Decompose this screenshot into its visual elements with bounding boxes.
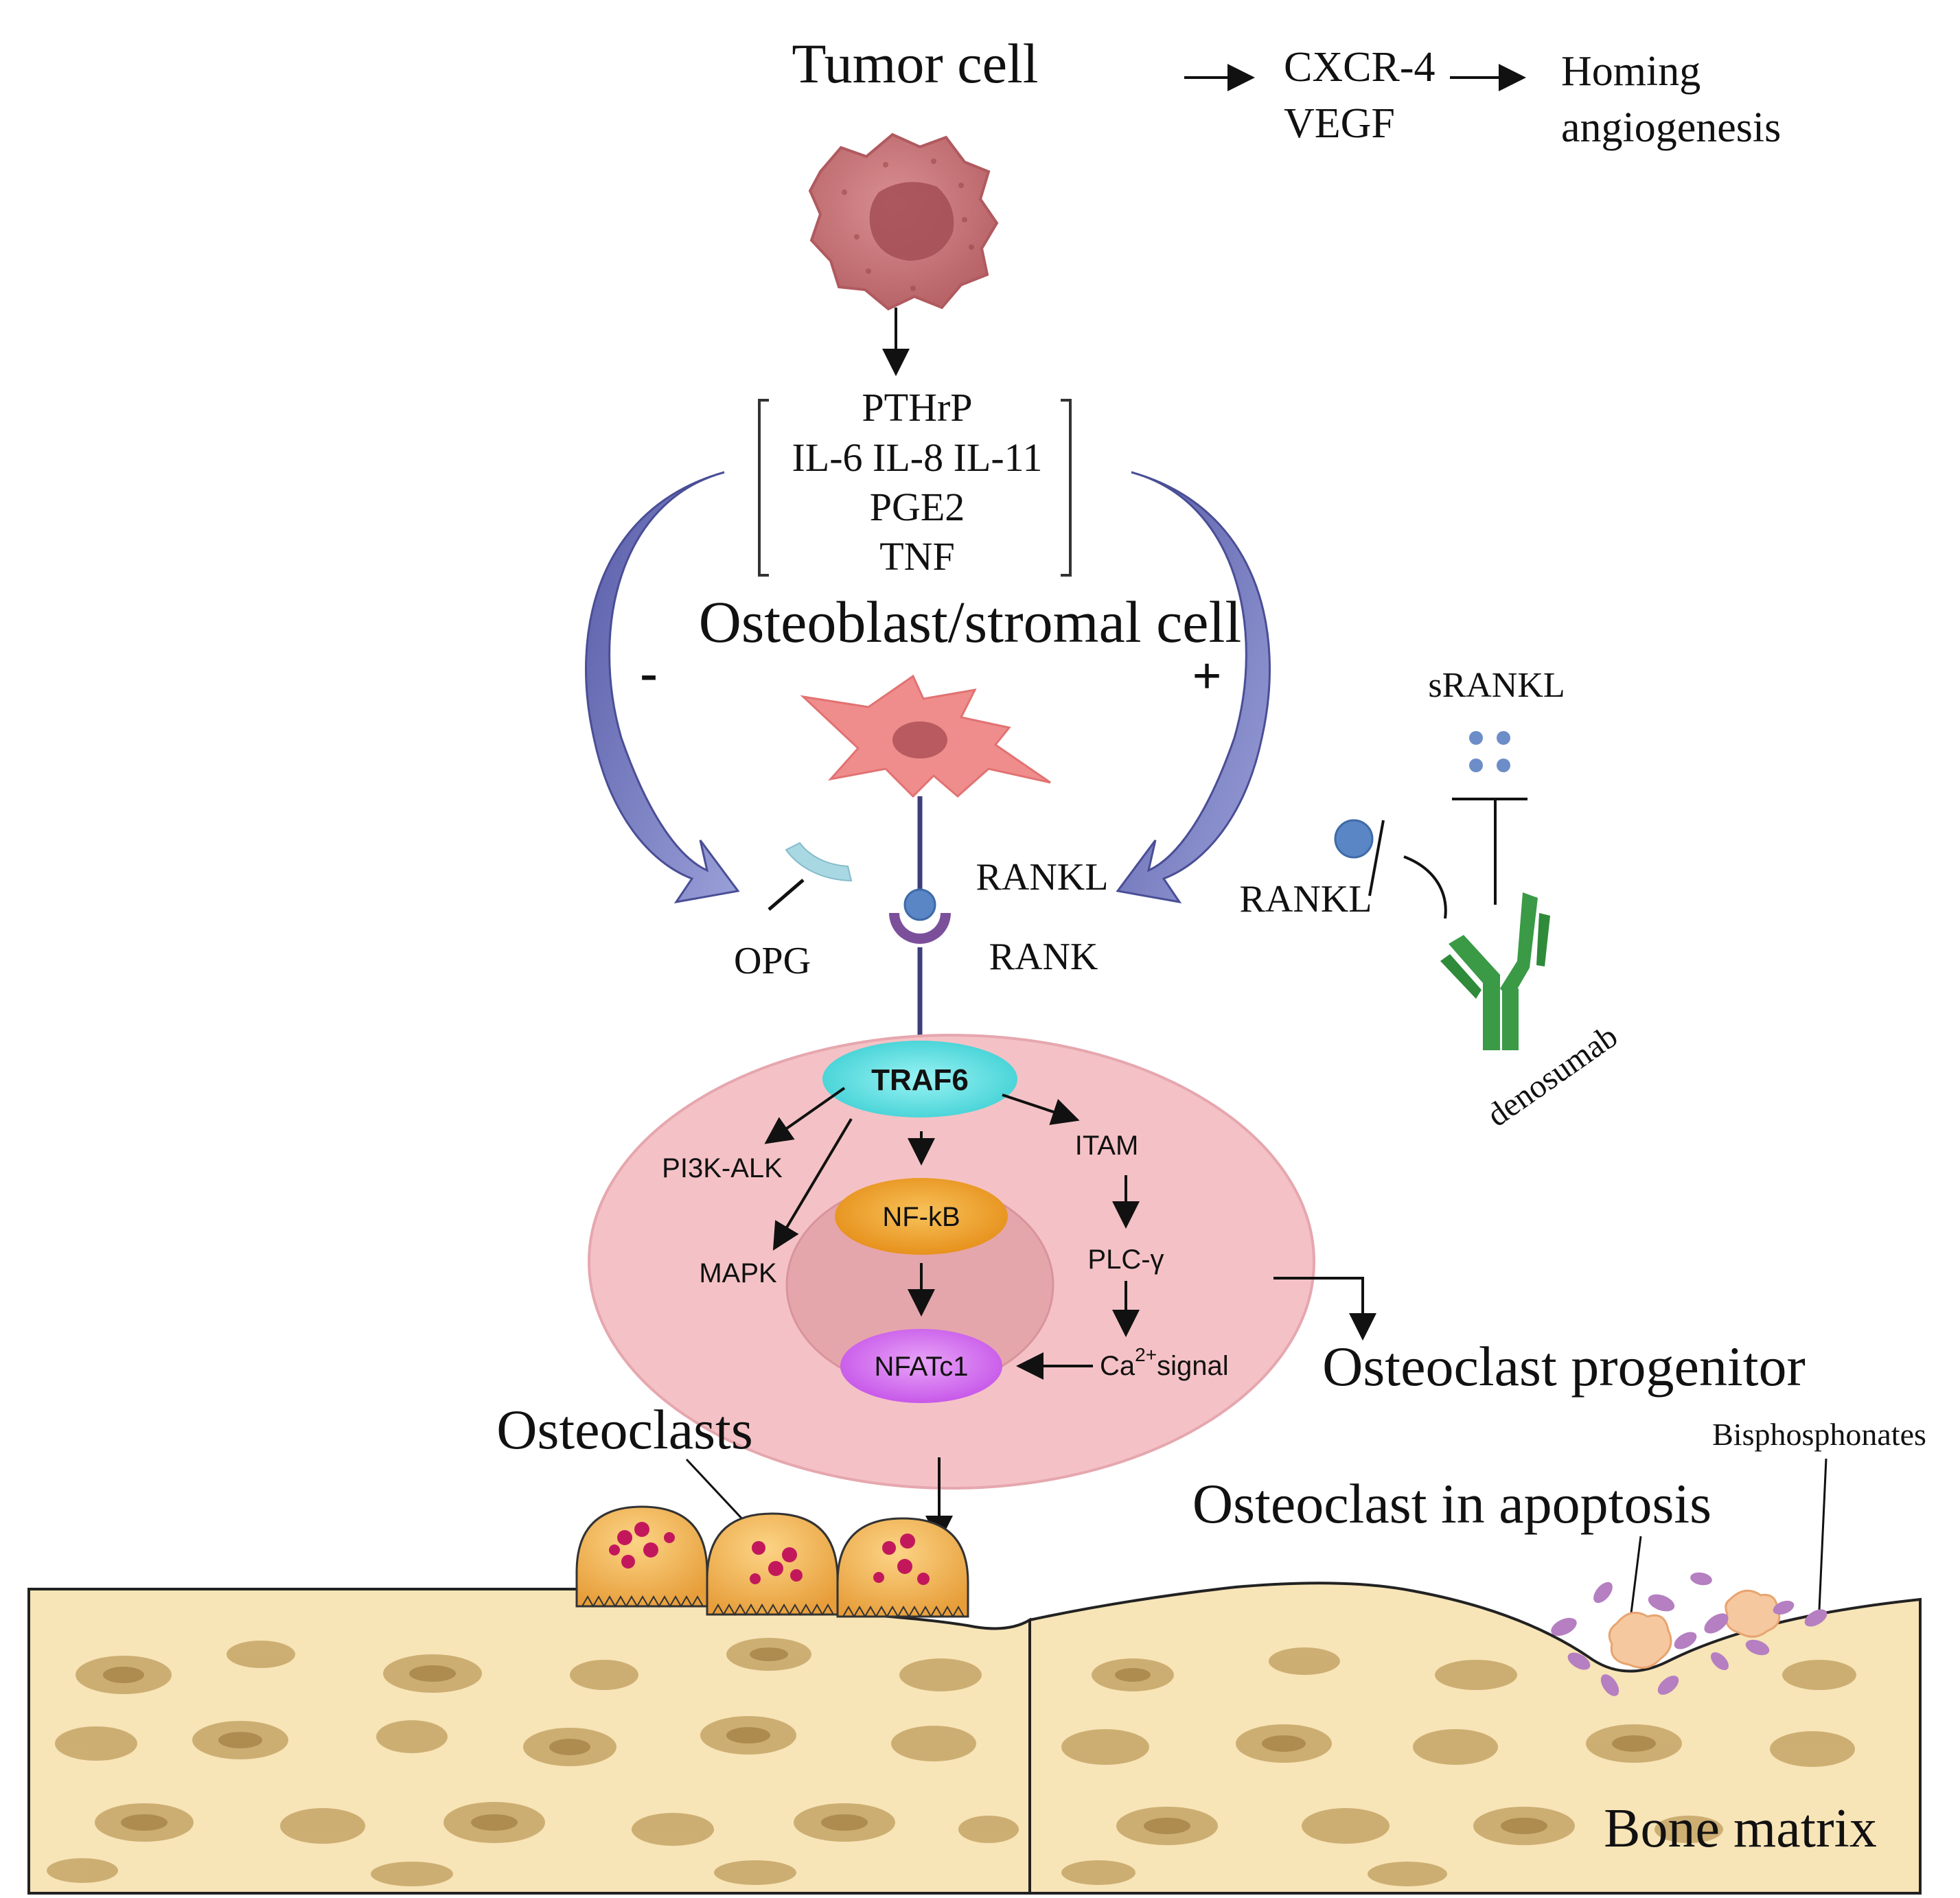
nfkb-label: NF-kB	[882, 1202, 960, 1232]
apoptosis-pointer	[1629, 1536, 1642, 1619]
osteoblast-label: Osteoblast/stromal cell	[699, 589, 1242, 655]
rankl-right-label: RANKL	[1240, 878, 1372, 921]
traf6-node	[822, 1041, 1017, 1118]
denosumab-label: denosumab	[1480, 1018, 1624, 1134]
nfatc1-node	[840, 1329, 1002, 1403]
srankl-dots-icon	[1469, 731, 1510, 772]
denosumab-to-rankl-line	[1403, 855, 1447, 919]
left-feedback-arrow	[585, 471, 740, 904]
angiogenesis-label: angiogenesis	[1561, 104, 1781, 151]
cxcr4-label: CXCR-4	[1284, 44, 1435, 91]
denosumab-antibody-icon	[1440, 892, 1550, 1050]
tumor-cell-label: Tumor cell	[792, 32, 1038, 95]
opg-icon	[768, 842, 853, 911]
stromal-cell-icon	[800, 674, 1051, 798]
bone-matrix-right	[1028, 1582, 1922, 1895]
osteoclast-apoptosis-label: Osteoclast in apoptosis	[1192, 1472, 1711, 1535]
intracellular-arrows	[764, 1087, 1140, 1380]
osteoclast-cell-1	[575, 1505, 708, 1608]
nfatc1-label: NFATc1	[874, 1352, 968, 1382]
homing-label: Homing	[1561, 48, 1700, 95]
factor-pge2: PGE2	[870, 485, 965, 529]
bisphosphonates-pointer	[1818, 1458, 1828, 1610]
srankl-label: sRANKL	[1428, 666, 1565, 705]
mapk-label: MAPK	[699, 1258, 777, 1288]
nfkb-node	[835, 1178, 1008, 1255]
opg-label: OPG	[734, 940, 811, 982]
osteoclast-cell-2	[706, 1512, 839, 1617]
osteoclast-progenitor-label: Osteoclast progenitor	[1322, 1335, 1806, 1398]
itam-label: ITAM	[1075, 1131, 1139, 1161]
minus-sign: -	[640, 644, 657, 702]
bone-matrix-left	[27, 1588, 1031, 1895]
rankl-ligand-icon	[903, 888, 936, 921]
secreted-factors-bracket	[758, 399, 1072, 577]
vegf-label: VEGF	[1284, 100, 1395, 147]
rankl-ball-icon	[1334, 819, 1374, 859]
rankl-block-bar	[1368, 820, 1385, 896]
rank-receptor-icon	[889, 913, 951, 944]
osteoclasts-label: Osteoclasts	[496, 1398, 752, 1461]
rank-label: RANK	[989, 936, 1098, 978]
plus-sign: +	[1192, 647, 1221, 705]
plc-gamma-label: PLC-γ	[1087, 1245, 1164, 1275]
calcium-signal-label: Ca2+signal	[1100, 1344, 1229, 1381]
rankl-label: RANKL	[976, 856, 1109, 899]
osteoclast-cell-3	[836, 1517, 969, 1619]
pi3k-label: PI3K-ALK	[662, 1153, 783, 1183]
apoptotic-fragments-icon	[1551, 1572, 1828, 1696]
factor-pthrp: PTHrP	[862, 385, 972, 430]
factor-tnf: TNF	[879, 534, 955, 579]
right-feedback-arrow	[1116, 471, 1271, 904]
bisphosphonates-label: Bisphosphonates	[1712, 1417, 1926, 1452]
bone-matrix-label: Bone matrix	[1604, 1798, 1877, 1859]
osteoclast-cells	[575, 1505, 969, 1619]
apoptotic-osteoclast-icon	[1608, 1589, 1781, 1669]
progenitor-connector-arrow	[1273, 1277, 1376, 1341]
tumor-cell-icon	[808, 132, 999, 311]
traf6-label: TRAF6	[871, 1063, 969, 1097]
factor-interleukins: IL-6 IL-8 IL-11	[792, 435, 1042, 480]
